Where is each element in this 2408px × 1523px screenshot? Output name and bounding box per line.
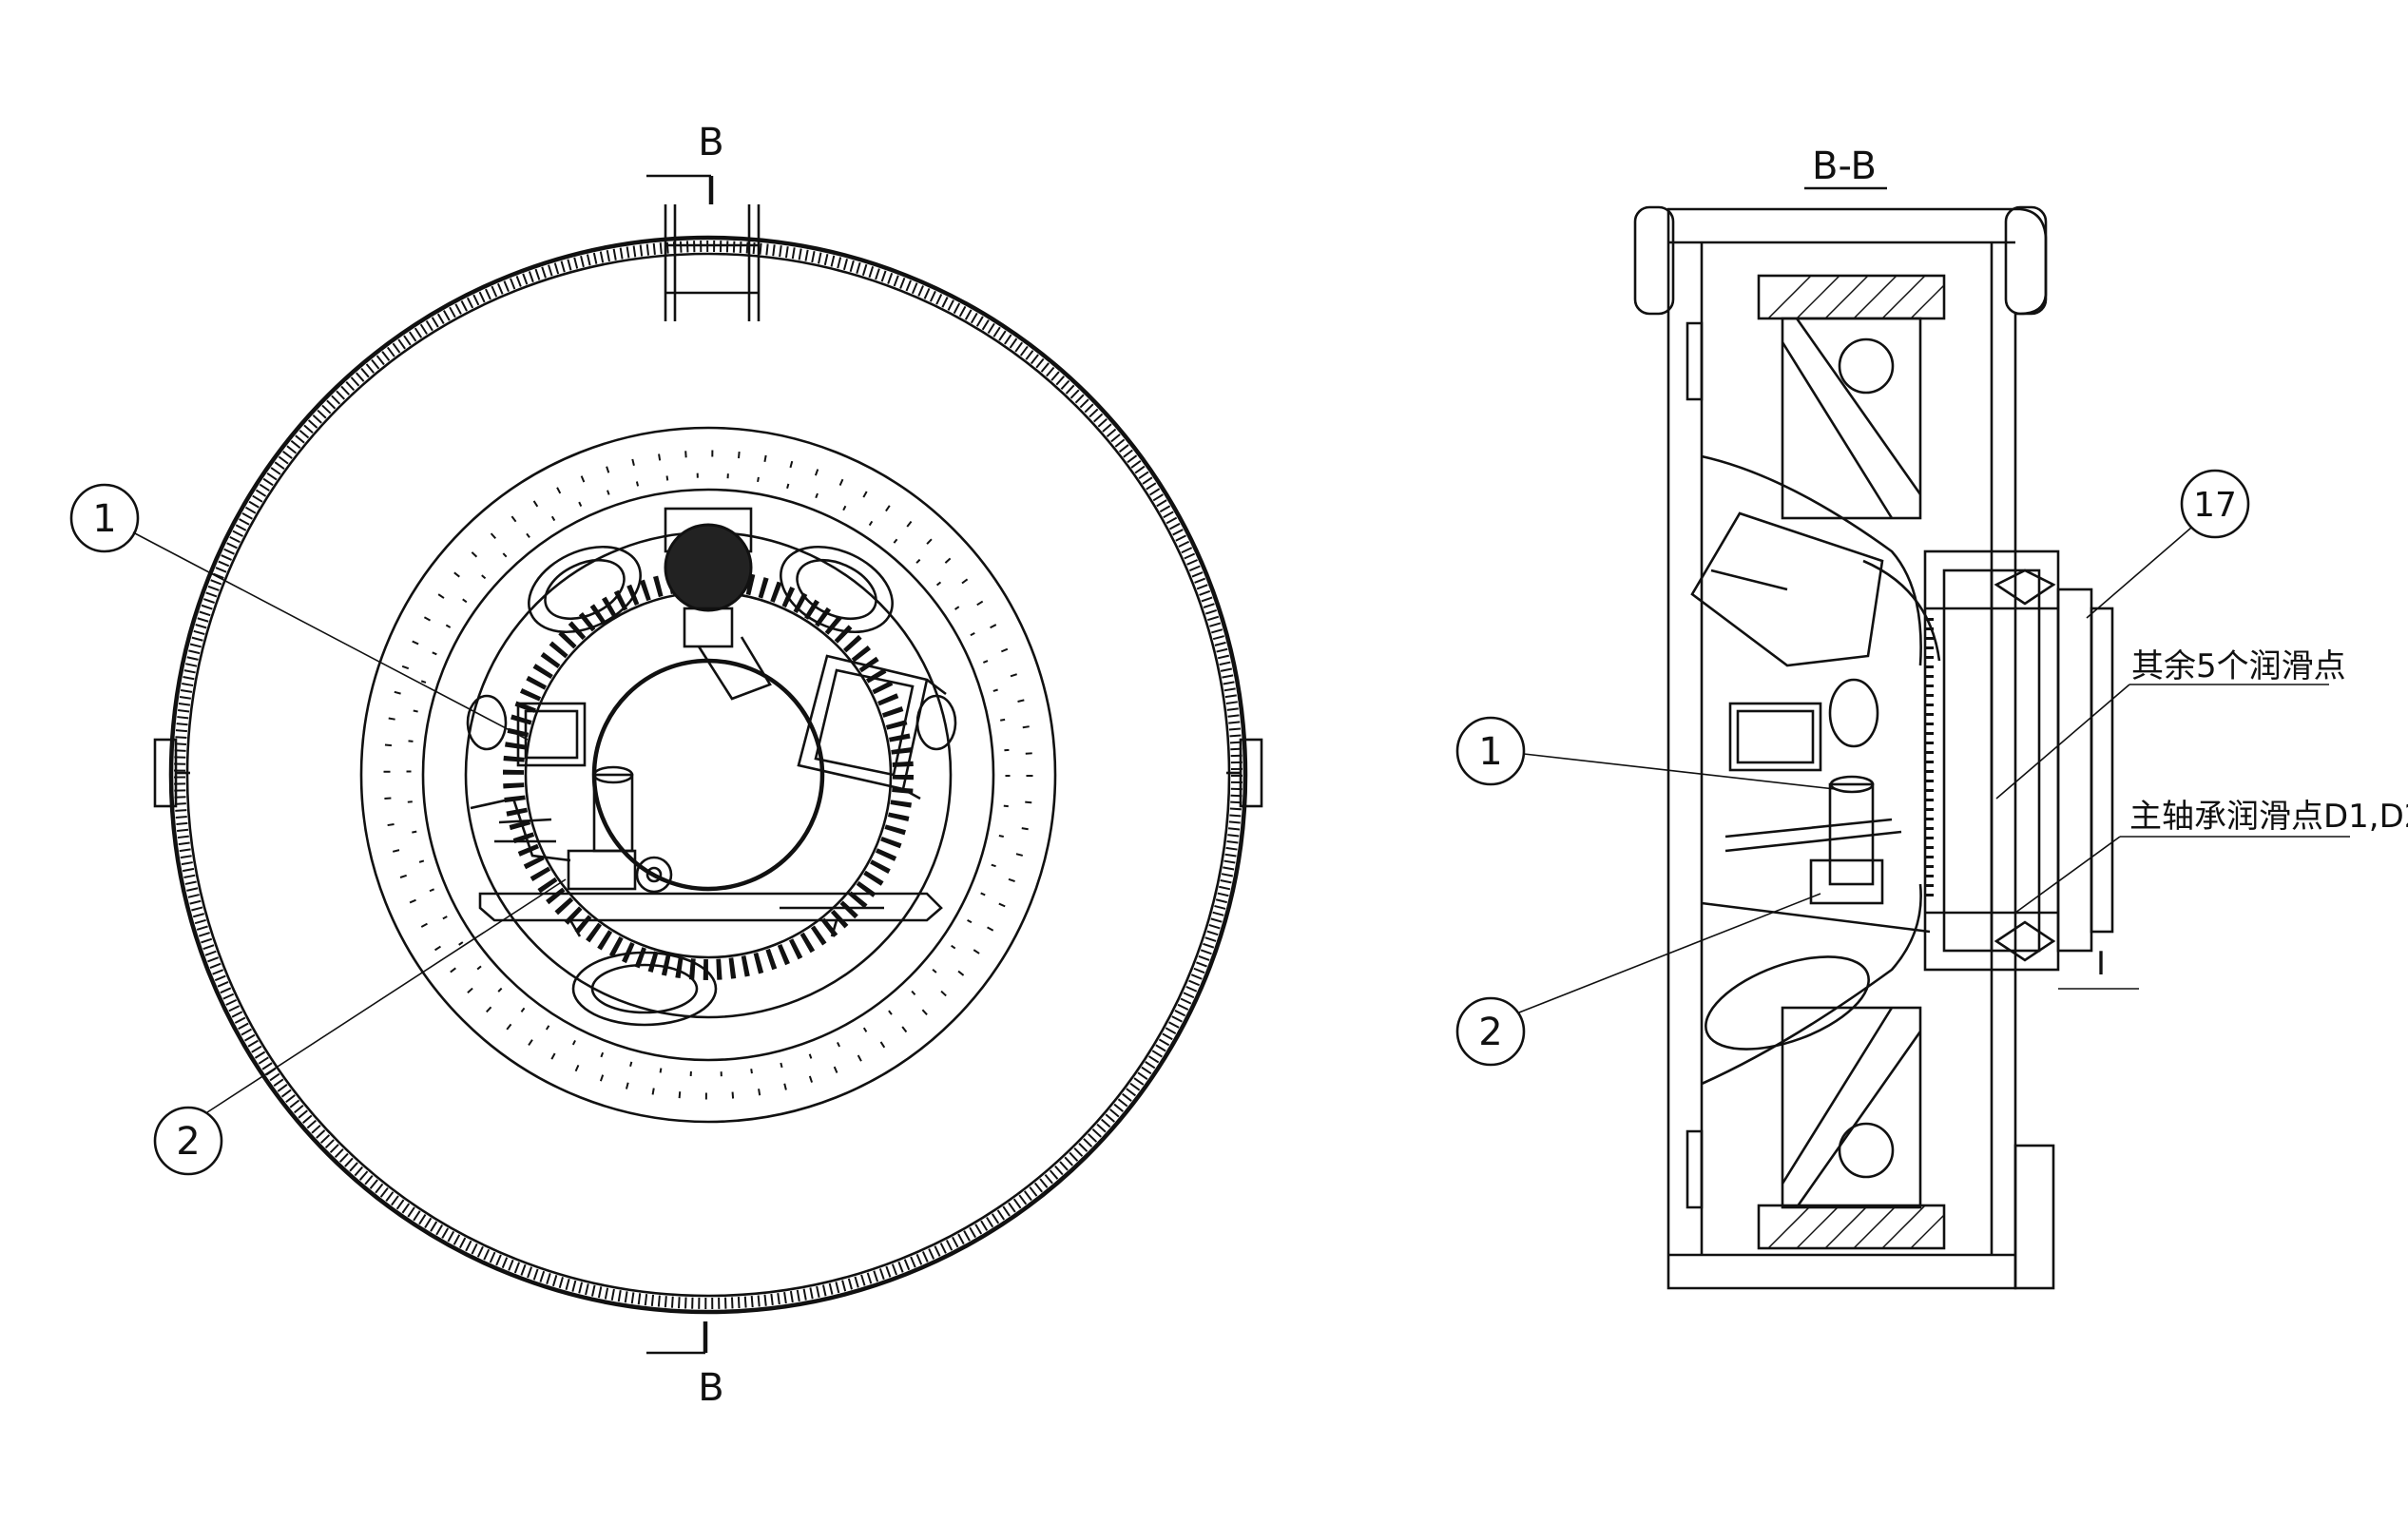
- callout-2-right: 2: [1455, 893, 1821, 1067]
- annotation-main-bearing-label: 主轴承润滑点D1,D2: [2129, 798, 2408, 836]
- main-bearing-assembly: [1923, 549, 2114, 972]
- section-openings: [1705, 678, 1879, 1051]
- lubrication-pump-section: [1701, 775, 1931, 934]
- section-label-top: B: [698, 121, 723, 164]
- callout-17-label: 17: [2193, 486, 2237, 525]
- callout-1-left: 1: [69, 483, 529, 741]
- left-wall-details: [1686, 321, 1922, 1209]
- callout-1-right-label: 1: [1478, 730, 1502, 774]
- flange-bolt-circle-inner: [406, 472, 1011, 1077]
- top-hatch: [664, 204, 761, 321]
- cabinet-section: [1728, 702, 1822, 772]
- section-label-bottom: B: [698, 1366, 723, 1410]
- hub-gear-ring: [503, 569, 914, 980]
- callout-1-left-label: 1: [92, 497, 116, 541]
- annotation-main-bearing: 主轴承润滑点D1,D2: [2014, 798, 2408, 914]
- blade-openings: [466, 545, 957, 1027]
- callout-2-left-label: 2: [176, 1120, 200, 1164]
- callout-2-left: 2: [153, 878, 567, 1176]
- outer-ring-serration: [174, 241, 1243, 1309]
- flange-bolt-circle-outer: [383, 450, 1033, 1100]
- flange-ring-outer: [359, 426, 1057, 1124]
- section-mark-bottom: B: [646, 1321, 724, 1410]
- section-view-bb: B-B: [1455, 145, 2408, 1290]
- detail-mark-label: I: [2096, 945, 2106, 983]
- upper-bearing-block: [1781, 317, 1922, 520]
- pitch-cabinet-right: [797, 654, 947, 800]
- callout-2-right-label: 2: [1478, 1011, 1502, 1054]
- lubrication-pump: [470, 765, 673, 894]
- outer-ring-outer: [168, 235, 1248, 1315]
- annotation-other-points: 其余5个润滑点: [1995, 647, 2346, 800]
- pitch-motor-top: [664, 507, 772, 701]
- front-view: B B 1 2: [69, 121, 1263, 1410]
- hatch-bottom: [1757, 1204, 1946, 1250]
- hatch-top: [1757, 274, 1946, 320]
- outer-ring-inner: [185, 252, 1231, 1298]
- bottom-platform: [478, 892, 943, 937]
- callout-17: 17: [2086, 469, 2250, 619]
- right-lug: [1226, 738, 1263, 808]
- section-mark-top: B: [646, 121, 724, 204]
- pitch-motor-section: [1690, 511, 1941, 667]
- section-title: B-B: [1812, 145, 1877, 188]
- callout-1-right: 1: [1455, 716, 1836, 790]
- flange-ring-inner: [421, 488, 995, 1062]
- annotation-other-points-label: 其余5个润滑点: [2131, 647, 2346, 685]
- lower-bearing-block: [1781, 1006, 1922, 1209]
- left-lug: [153, 738, 190, 808]
- annotation-detail-i: I: [2058, 945, 2139, 990]
